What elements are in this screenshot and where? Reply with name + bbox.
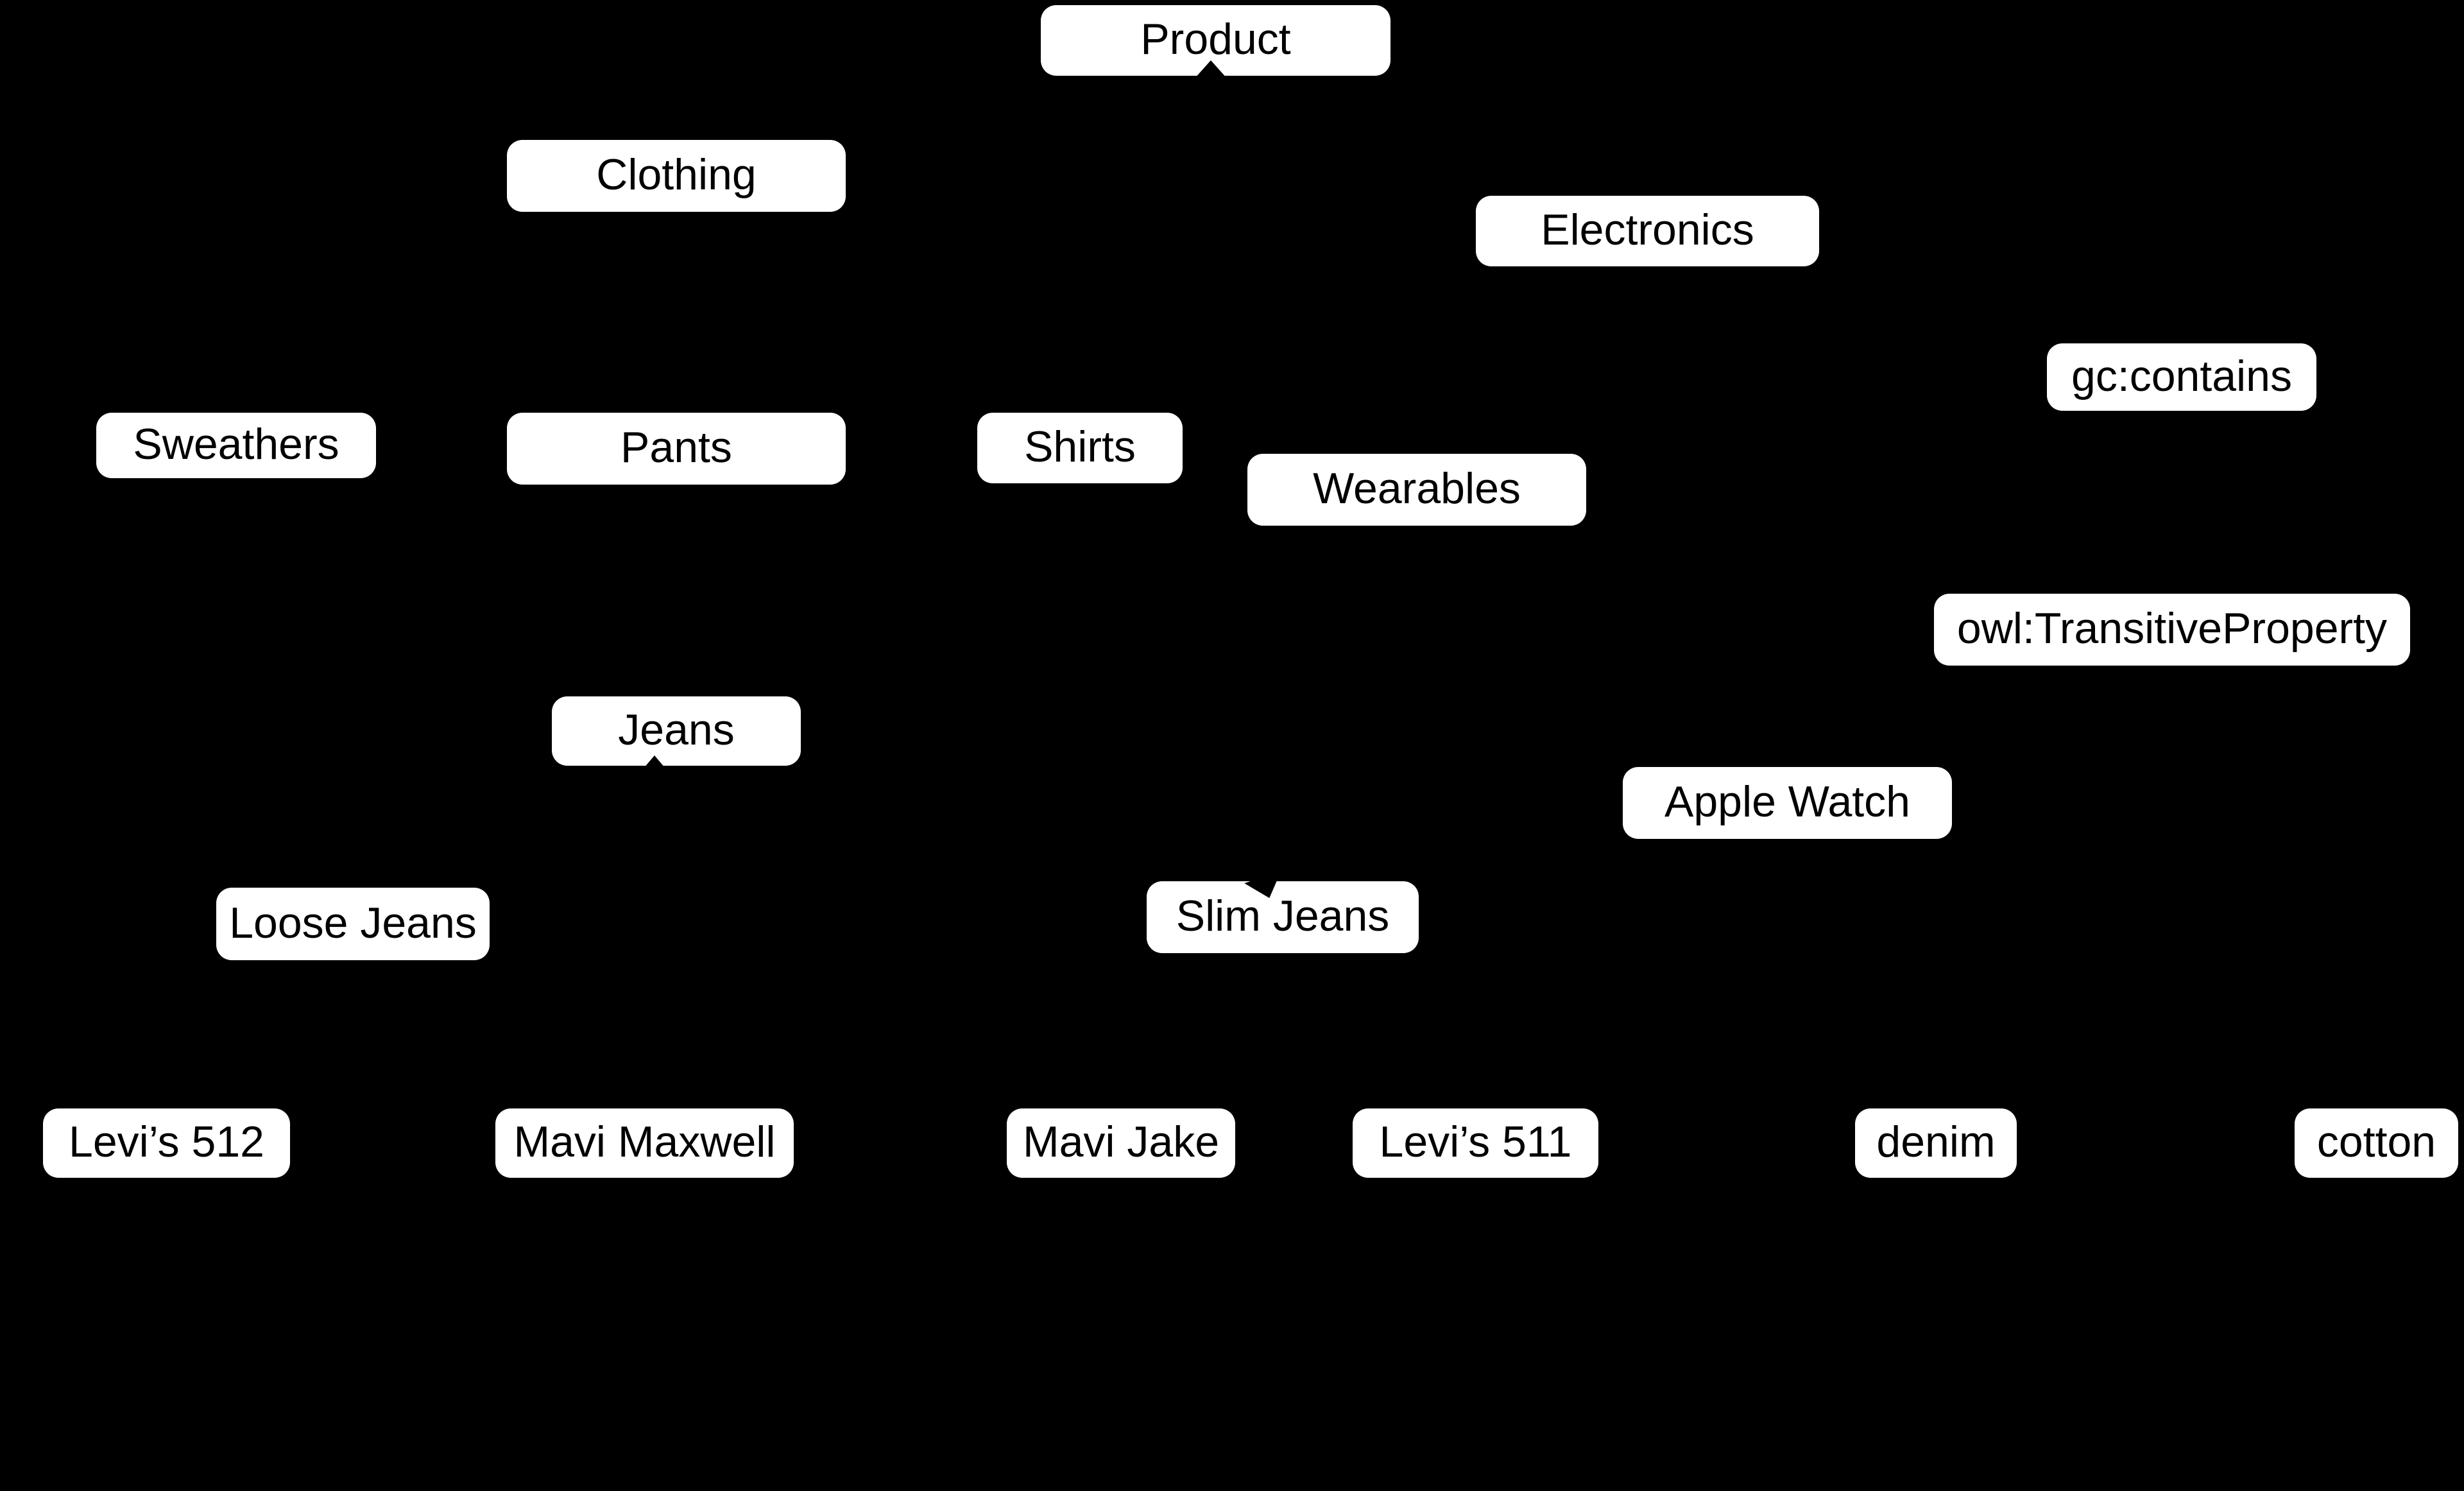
node-sweathers: Sweathers: [96, 413, 376, 478]
node-label: Sweathers: [133, 420, 339, 469]
node-label: cotton: [2316, 1117, 2436, 1166]
node-pants: Pants: [507, 413, 846, 485]
node-label: Levi’s 511: [1379, 1117, 1572, 1166]
arrowhead-into-jeans-icon: [640, 755, 669, 772]
node-label: Pants: [620, 423, 732, 472]
node-shirts: Shirts: [977, 413, 1183, 483]
node-electronics: Electronics: [1476, 196, 1819, 266]
node-apple-watch: Apple Watch: [1623, 767, 1952, 839]
node-owl-transitive: owl:TransitiveProperty: [1934, 594, 2410, 666]
node-levis-511: Levi’s 511: [1353, 1108, 1598, 1178]
node-label: Shirts: [1024, 422, 1136, 471]
node-label: Apple Watch: [1664, 777, 1910, 826]
node-gc-contains: gc:contains: [2047, 343, 2316, 411]
arrowhead-into-product-icon: [1189, 60, 1233, 85]
node-jeans: Jeans: [552, 696, 801, 766]
node-cotton: cotton: [2295, 1108, 2458, 1178]
node-label: gc:contains: [2071, 351, 2292, 401]
node-denim: denim: [1855, 1108, 2017, 1178]
node-label: Mavi Jake: [1022, 1117, 1220, 1166]
node-label: Electronics: [1541, 205, 1754, 254]
node-mavi-jake: Mavi Jake: [1007, 1108, 1235, 1178]
node-label: Wearables: [1313, 464, 1521, 513]
node-label: Loose Jeans: [229, 898, 477, 947]
node-mavi-maxwell: Mavi Maxwell: [495, 1108, 794, 1178]
node-label: Jeans: [618, 705, 735, 754]
node-slim-jeans: Slim Jeans: [1147, 881, 1419, 953]
node-label: denim: [1876, 1117, 1996, 1166]
node-label: Product: [1140, 15, 1291, 64]
node-wearables: Wearables: [1247, 454, 1586, 526]
node-label: Clothing: [596, 150, 757, 199]
node-label: owl:TransitiveProperty: [1956, 604, 2388, 653]
node-loose-jeans: Loose Jeans: [216, 888, 490, 960]
node-levis-512: Levi’s 512: [43, 1108, 290, 1178]
node-label: Slim Jeans: [1176, 892, 1390, 940]
node-label: Mavi Maxwell: [513, 1117, 776, 1166]
node-label: Levi’s 512: [69, 1117, 264, 1166]
node-clothing: Clothing: [507, 140, 846, 212]
